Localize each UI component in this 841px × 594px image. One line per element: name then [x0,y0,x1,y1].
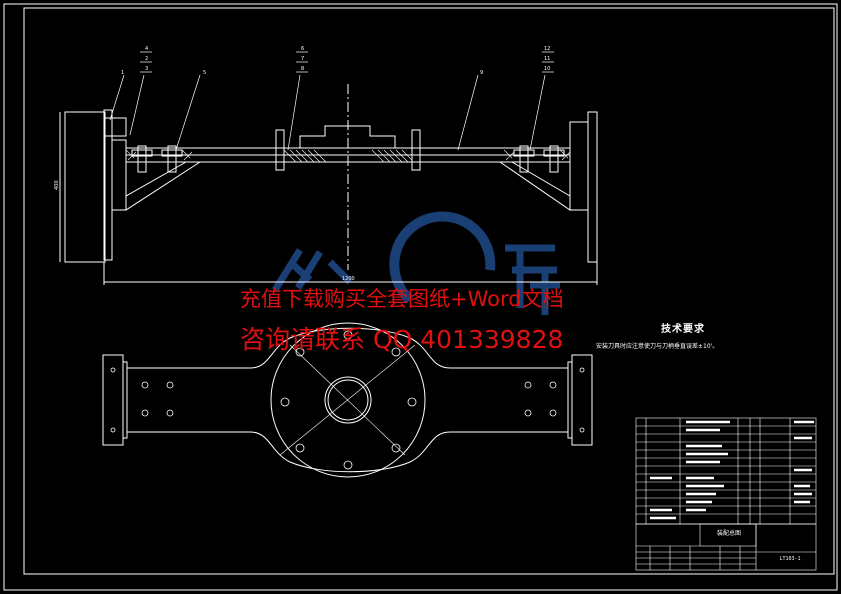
title-block-drawing-number: LT103-1 [779,556,801,562]
top-outline [127,327,568,369]
balloon-labels: 1 4 2 3 5 6 7 8 9 12 11 10 [121,46,550,76]
front-view: 1200 400 [54,84,598,285]
outer-border [3,3,838,591]
title-block [635,523,817,571]
watermark-line-2: 咨询请联系 QQ 401339828 [240,325,564,354]
watermark-logo [272,211,560,315]
svg-text:1200: 1200 [342,276,355,282]
top-view-holes [110,330,585,470]
leader-lines [109,51,554,151]
watermark-line-1: 充值下载购买全套图纸+Word文档 [240,287,564,311]
hatched-sections [125,149,571,163]
left-flange [102,354,124,446]
balloon-3: 3 [145,66,148,72]
center-disc [270,322,426,478]
inner-frame [23,7,835,575]
balloon-1: 1 [121,70,124,76]
top-view [102,322,593,478]
left-gusset [125,161,201,211]
balloon-6: 6 [301,46,304,52]
center-bore [324,376,372,424]
left-end-plate [64,111,106,263]
title-block-drawing-name: 装配总图 [716,530,741,537]
balloon-2: 2 [145,56,148,62]
balloon-5: 5 [203,70,206,76]
balloon-11: 11 [544,56,550,62]
balloon-4: 4 [145,46,148,52]
balloon-7: 7 [301,56,304,62]
right-flange [571,354,593,446]
right-gusset [499,161,571,211]
right-end-plate [587,111,598,263]
bolts [131,129,565,173]
balloon-12: 12 [544,46,550,52]
balloon-10: 10 [544,66,550,72]
balloon-8: 8 [301,66,304,72]
balloon-9: 9 [480,70,483,76]
parts-list [635,417,817,525]
bottom-outline [127,431,568,473]
technical-requirements-body: 安装刀具时应注意使刀与刀柄垂直误差±10'。 [596,343,719,350]
svg-text:400: 400 [54,180,60,190]
technical-requirements-title: 技术要求 [661,324,705,335]
